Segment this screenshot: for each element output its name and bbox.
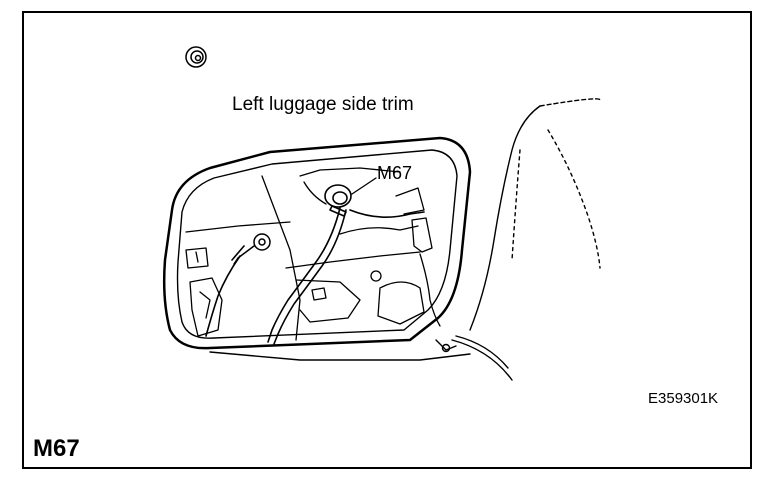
- ground-terminal: [234, 234, 270, 264]
- inner-panel-details: [186, 168, 440, 340]
- trim-inner-outline: [178, 150, 458, 338]
- luggage-floor-outline: [210, 336, 512, 380]
- wire-harness: [206, 208, 424, 344]
- location-label: Left luggage side trim: [232, 94, 414, 115]
- diagram-frame: [22, 11, 752, 469]
- trim-opening-outline: [164, 138, 470, 348]
- connector-callout-label: M67: [377, 163, 413, 183]
- connector-code-heading: M67: [33, 435, 80, 462]
- image-code: E359301K: [648, 390, 719, 407]
- callout-leader-line: [352, 178, 376, 194]
- rear-body-panel: [470, 99, 600, 330]
- target-circle-icon: [186, 47, 206, 67]
- connector-icon: [325, 185, 351, 216]
